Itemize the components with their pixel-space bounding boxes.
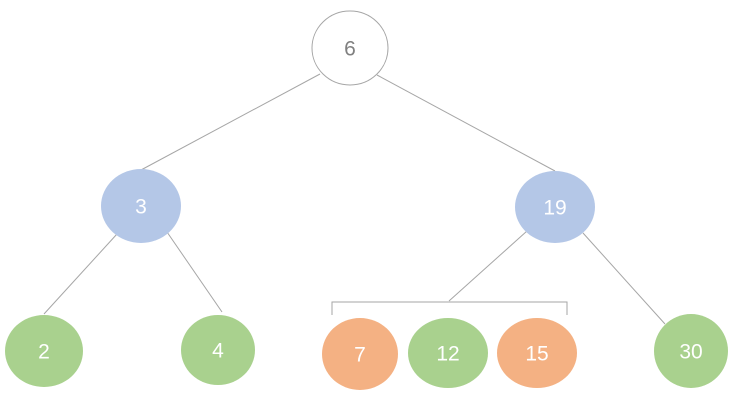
tree-node-4: 4 [181, 315, 255, 385]
node-circle-19 [515, 171, 595, 243]
sibling-group-bracket [331, 301, 568, 315]
edge-6-3 [140, 73, 321, 171]
edge-3-4 [166, 231, 223, 313]
node-label-30: 30 [679, 341, 702, 364]
node-circle-15 [497, 318, 577, 388]
tree-node-30: 30 [654, 314, 728, 388]
tree-node-15: 15 [497, 318, 577, 388]
node-label-19: 19 [543, 197, 566, 220]
edge-6-19 [376, 74, 556, 172]
node-label-15: 15 [525, 343, 548, 366]
node-label-4: 4 [212, 340, 224, 363]
tree-node-2: 2 [5, 315, 83, 387]
tree-node-6: 6 [311, 10, 389, 86]
tree-node-7: 7 [322, 318, 398, 390]
node-label-6: 6 [344, 38, 356, 61]
node-circle-30 [654, 314, 728, 388]
edge-3-2 [43, 233, 118, 315]
node-circle-2 [5, 315, 83, 387]
tree-node-19: 19 [515, 171, 595, 243]
node-circle-12 [408, 318, 488, 388]
node-label-2: 2 [38, 341, 50, 364]
node-label-12: 12 [436, 343, 459, 366]
node-circle-4 [181, 315, 255, 385]
node-circle-3 [101, 169, 181, 243]
edge-19-30 [582, 232, 666, 325]
tree-node-3: 3 [101, 169, 181, 243]
tree-node-12: 12 [408, 318, 488, 388]
node-label-3: 3 [135, 196, 147, 219]
node-circle-6 [311, 10, 389, 86]
edge-19-group-7-12-15 [448, 230, 528, 302]
node-circle-7 [322, 318, 398, 390]
node-label-7: 7 [354, 344, 366, 367]
